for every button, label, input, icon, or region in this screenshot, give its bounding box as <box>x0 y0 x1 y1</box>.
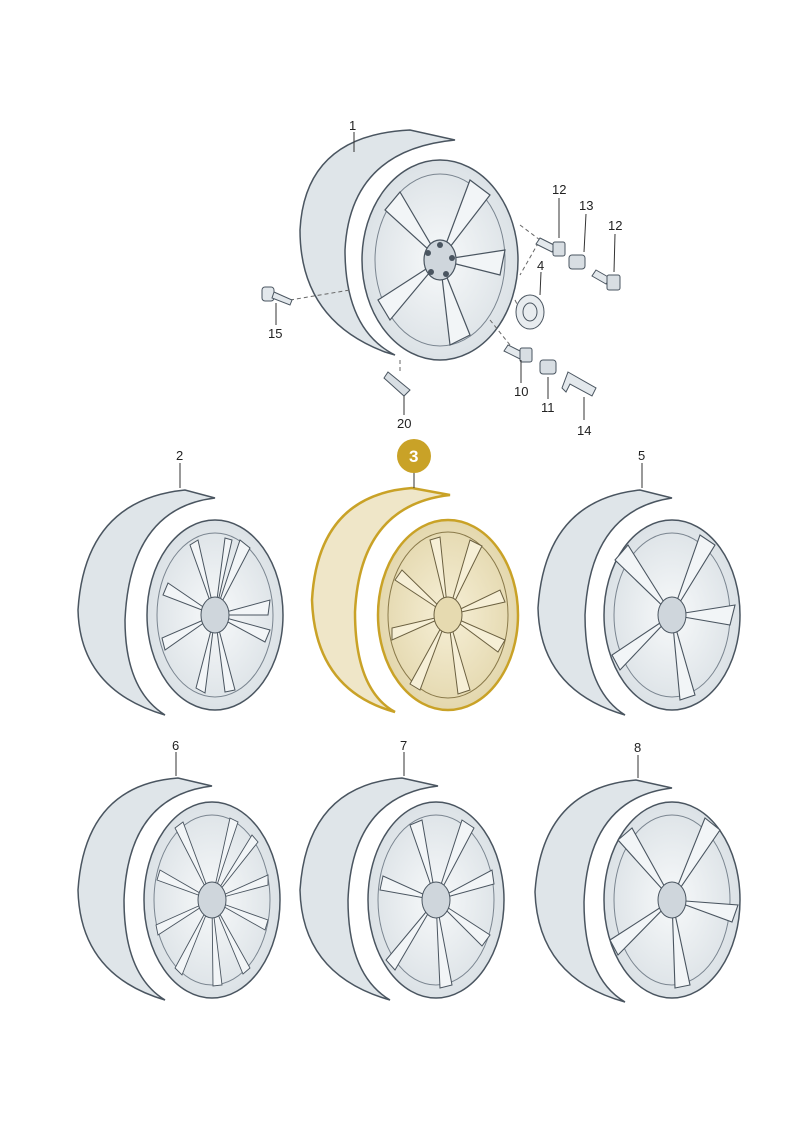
callout-5: 5 <box>638 448 645 463</box>
callout-4: 4 <box>537 258 544 273</box>
callout-2: 2 <box>176 448 183 463</box>
callout-6: 6 <box>172 738 179 753</box>
valve-stem-15[interactable] <box>261 286 293 306</box>
bolt-cap-11[interactable] <box>539 359 557 375</box>
callout-1: 1 <box>349 118 356 133</box>
callout-15: 15 <box>268 326 282 341</box>
callout-20: 20 <box>397 416 411 431</box>
wheel-8[interactable] <box>534 779 741 1003</box>
callout-12a: 12 <box>552 182 566 197</box>
wheel-3-highlighted[interactable] <box>310 486 520 714</box>
lock-13[interactable] <box>568 254 586 270</box>
wheel-5[interactable] <box>537 489 741 716</box>
wheel-7[interactable] <box>299 777 505 1001</box>
highlight-badge[interactable] <box>397 439 431 473</box>
callout-14: 14 <box>577 423 591 438</box>
callout-8: 8 <box>634 740 641 755</box>
callout-11: 11 <box>541 400 555 415</box>
weight-20[interactable] <box>383 371 411 397</box>
wheel-6[interactable] <box>77 777 281 1001</box>
callout-10: 10 <box>514 384 528 399</box>
wheel-1[interactable] <box>299 129 519 361</box>
wheel-2[interactable] <box>77 489 284 716</box>
bolt-12a[interactable] <box>535 237 566 257</box>
bolt-12b[interactable] <box>591 269 621 291</box>
callout-12b: 12 <box>608 218 622 233</box>
tool-14[interactable] <box>561 371 597 397</box>
center-cap-4[interactable] <box>515 294 545 330</box>
callout-13: 13 <box>579 198 593 213</box>
callout-3: 3 <box>409 447 418 466</box>
bolt-10[interactable] <box>503 344 533 363</box>
callout-7: 7 <box>400 738 407 753</box>
